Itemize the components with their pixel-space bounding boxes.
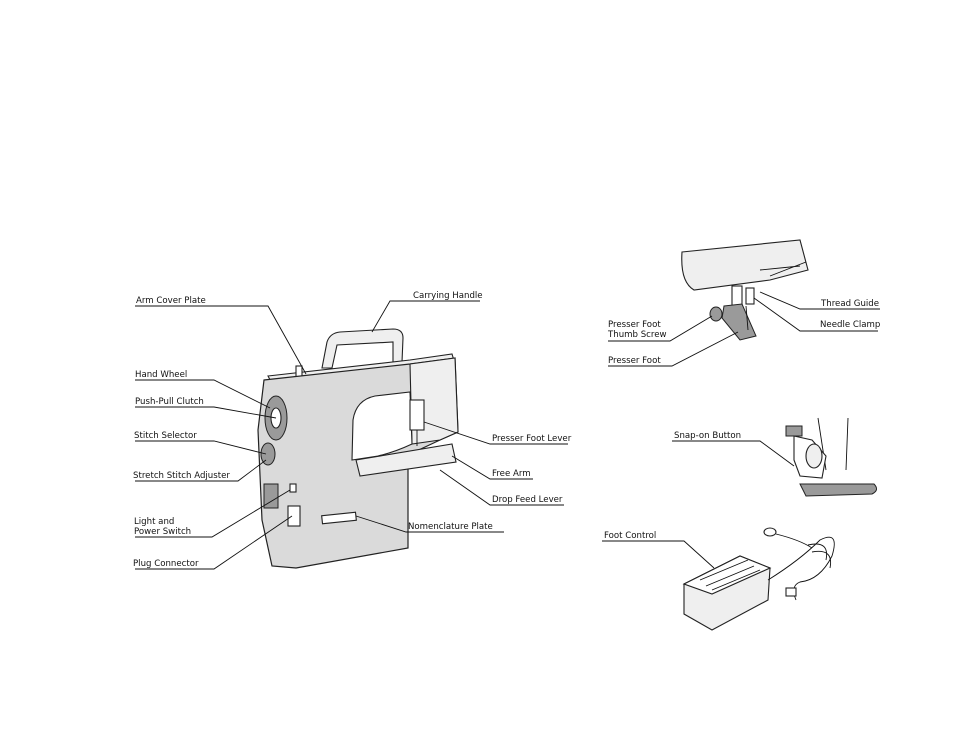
- label-plug-connector: Plug Connector: [133, 559, 199, 569]
- head-underside: [682, 240, 808, 290]
- foot-control-detail: [684, 528, 834, 630]
- foot-control-labels: Foot Control: [604, 531, 656, 541]
- label-stretch-stitch-adjuster: Stretch Stitch Adjuster: [133, 471, 230, 481]
- foot-control-leader-lines: [602, 541, 714, 568]
- needle-clamp-shape: [746, 288, 754, 304]
- label-presser-foot-thumb-screw-1: Presser Foot: [608, 320, 661, 330]
- snap-on-screw-head: [786, 426, 802, 436]
- label-push-pull-clutch: Push-Pull Clutch: [135, 397, 204, 407]
- needle-bar: [410, 400, 424, 430]
- label-stitch-selector: Stitch Selector: [134, 431, 197, 441]
- foot-control-plug: [764, 528, 776, 536]
- label-hand-wheel: Hand Wheel: [135, 370, 187, 380]
- label-nomenclature-plate: Nomenclature Plate: [408, 522, 493, 532]
- power-switch-shape: [290, 484, 296, 492]
- label-snap-on-button: Snap-on Button: [674, 431, 741, 441]
- snap-on-foot: [800, 484, 877, 496]
- plug-connector-shape: [288, 506, 300, 526]
- snap-on-leader-lines: [672, 441, 794, 466]
- snap-on-detail: [786, 418, 877, 496]
- snap-on-labels: Snap-on Button: [674, 431, 741, 441]
- label-thread-guide: Thread Guide: [820, 299, 879, 309]
- label-presser-foot-thumb-screw-2: Thumb Screw: [607, 330, 667, 340]
- presser-foot-shape: [722, 304, 756, 340]
- label-free-arm: Free Arm: [492, 469, 531, 479]
- label-light-and-power-switch-1: Light and: [134, 517, 174, 527]
- label-arm-cover-plate: Arm Cover Plate: [136, 296, 206, 306]
- label-carrying-handle: Carrying Handle: [413, 291, 483, 301]
- label-presser-foot: Presser Foot: [608, 356, 661, 366]
- foot-control-connector: [786, 588, 796, 596]
- label-presser-foot-lever: Presser Foot Lever: [492, 434, 572, 444]
- presser-foot-detail: [682, 240, 808, 340]
- label-drop-feed-lever: Drop Feed Lever: [492, 495, 563, 505]
- thumb-screw-shape: [710, 307, 722, 321]
- snap-on-button-shape: [806, 444, 822, 468]
- label-needle-clamp: Needle Clamp: [820, 320, 880, 330]
- label-foot-control: Foot Control: [604, 531, 656, 541]
- label-light-and-power-switch-2: Power Switch: [134, 527, 191, 537]
